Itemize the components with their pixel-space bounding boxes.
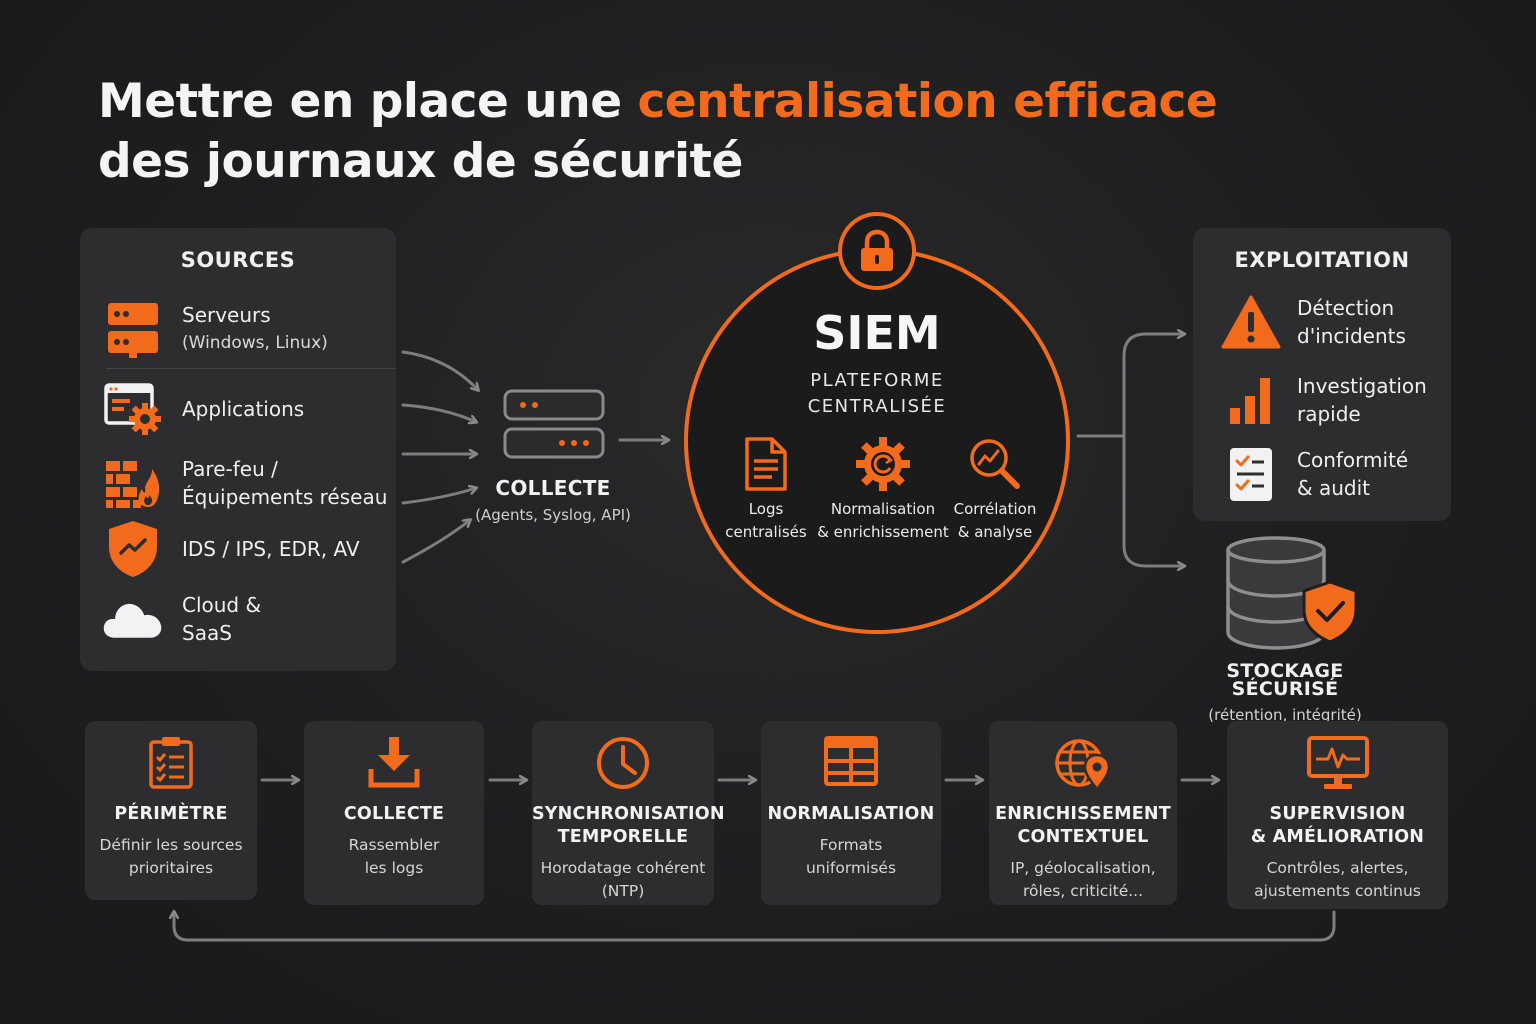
step-title: SUPERVISION & AMÉLIORATION xyxy=(1250,804,1425,847)
globe-pin-icon xyxy=(1055,739,1111,791)
source-arrow-4 xyxy=(401,488,476,505)
cloud-icon xyxy=(102,588,164,650)
sources-panel: SOURCES Serveurs (Windows, Linux) xyxy=(80,228,396,671)
clock-icon xyxy=(597,737,649,789)
source-item-servers: Serveurs (Windows, Linux) xyxy=(80,298,396,360)
gear-cycle-icon xyxy=(856,437,910,491)
exploitation-item-detection: Détection d'incidents xyxy=(1193,290,1451,354)
siem-to-exploitation-arrow xyxy=(1076,334,1184,438)
source-label-2: SaaS xyxy=(182,621,232,645)
storage-subtitle: (rétention, intégrité) xyxy=(1208,706,1362,724)
monitor-pulse-icon xyxy=(1306,736,1369,789)
collecte-node: COLLECTE (Agents, Syslog, API) xyxy=(470,476,636,524)
storage-node: STOCKAGE SÉCURISÉ (rétention, intégrité) xyxy=(1200,660,1370,725)
step-description: Horodatage cohérent (NTP) xyxy=(540,859,706,900)
divider xyxy=(106,368,396,369)
siem-title: SIEM xyxy=(813,306,941,360)
step-supervision: SUPERVISION & AMÉLIORATION Contrôles, al… xyxy=(1227,721,1448,909)
source-item-cloud: Cloud & SaaS xyxy=(80,588,396,650)
step-enrichissement: ENRICHISSEMENT CONTEXTUEL IP, géolocalis… xyxy=(989,721,1177,905)
exploitation-title: EXPLOITATION xyxy=(1234,248,1410,272)
title-line-2: des journaux de sécurité xyxy=(98,134,743,189)
step-title: COLLECTE xyxy=(343,804,445,824)
app-gear-icon xyxy=(102,378,164,440)
step-title: PÉRIMÈTRE xyxy=(114,804,228,824)
database-shield-icon xyxy=(1226,536,1358,650)
shield-icon xyxy=(102,518,164,580)
document-icon xyxy=(745,437,787,491)
source-item-ids: IDS / IPS, EDR, AV xyxy=(80,518,396,580)
step-title: ENRICHISSEMENT CONTEXTUEL xyxy=(995,804,1171,847)
source-arrow-5 xyxy=(401,520,470,564)
warning-icon xyxy=(1219,290,1283,354)
source-label: Serveurs xyxy=(182,303,271,327)
server-rack-icon xyxy=(102,298,164,360)
step-synchronisation: SYNCHRONISATION TEMPORELLE Horodatage co… xyxy=(532,721,725,905)
collector-server-icon xyxy=(503,389,605,459)
source-label: Pare-feu / xyxy=(182,457,278,481)
collecte-title: COLLECTE xyxy=(495,476,611,500)
bar-chart-icon xyxy=(1219,368,1283,432)
source-label: IDS / IPS, EDR, AV xyxy=(182,537,360,561)
siem-feature-correlation: Corrélation & analyse xyxy=(946,436,1044,544)
step-description: Rassembler les logs xyxy=(348,836,440,877)
page-title: Mettre en place une centralisation effic… xyxy=(98,72,1218,192)
download-icon xyxy=(368,737,420,788)
siem-to-storage-arrow xyxy=(1122,434,1184,566)
source-label: Cloud & xyxy=(182,593,262,617)
step-description: Formats uniformisés xyxy=(805,836,897,877)
siem-feature-normalisation: Normalisation & enrichissement xyxy=(812,436,954,544)
table-icon xyxy=(824,736,878,786)
source-label-2: Équipements réseau xyxy=(182,485,388,509)
siem-feature-logs: Logs centralisés xyxy=(716,436,816,544)
source-sublabel: (Windows, Linux) xyxy=(182,333,328,353)
siem-subtitle: PLATEFORME CENTRALISÉE xyxy=(807,370,947,417)
step-description: Définir les sources prioritaires xyxy=(99,836,243,877)
firewall-icon xyxy=(102,452,164,514)
source-item-firewall: Pare-feu / Équipements réseau xyxy=(80,452,396,514)
checklist-icon xyxy=(1219,442,1283,506)
collecte-subtitle: (Agents, Syslog, API) xyxy=(475,506,631,524)
source-label: Applications xyxy=(182,397,305,421)
storage-title-2: SÉCURISÉ xyxy=(1231,678,1339,700)
step-collecte: COLLECTE Rassembler les logs xyxy=(304,721,484,905)
source-arrow-2 xyxy=(401,403,476,422)
step-description: Contrôles, alertes, ajustements continus xyxy=(1254,859,1421,900)
source-item-applications: Applications xyxy=(80,378,396,440)
step-normalisation: NORMALISATION Formats uniformisés xyxy=(761,721,941,905)
feedback-loop-arrow xyxy=(174,912,1336,942)
step-title: NORMALISATION xyxy=(767,804,935,824)
lock-icon xyxy=(838,212,916,290)
magnifier-chart-icon xyxy=(970,439,1020,489)
exploitation-panel: EXPLOITATION Détection d'incidents Inves… xyxy=(1193,228,1451,521)
clipboard-icon xyxy=(149,737,193,789)
title-accent: centralisation efficace xyxy=(637,74,1218,129)
step-perimetre: PÉRIMÈTRE Définir les sources prioritair… xyxy=(85,721,257,900)
source-arrow-1 xyxy=(401,350,478,390)
storage-title-1: STOCKAGE xyxy=(1226,660,1344,682)
exploitation-item-investigation: Investigation rapide xyxy=(1193,368,1451,432)
exploitation-item-compliance: Conformité & audit xyxy=(1193,442,1451,506)
sources-title: SOURCES xyxy=(180,248,296,272)
step-description: IP, géolocalisation, rôles, criticité... xyxy=(1010,859,1156,900)
step-title: SYNCHRONISATION TEMPORELLE xyxy=(532,804,725,847)
title-line-1: Mettre en place une centralisation effic… xyxy=(98,74,1218,129)
